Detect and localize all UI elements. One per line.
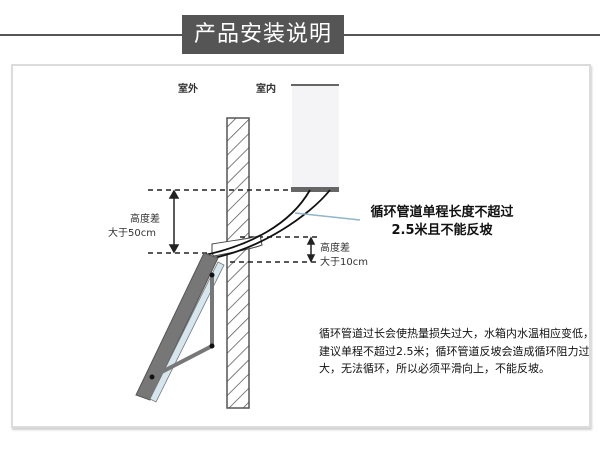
height-arrows xyxy=(168,189,316,263)
wall xyxy=(226,117,250,409)
pipe-length-callout: 循环管道单程长度不超过 2.5米且不能反坡 xyxy=(352,204,532,240)
label-indoor: 室内 xyxy=(256,84,276,95)
page-title: 产品安装说明 xyxy=(182,15,344,54)
height-diff-small-line1: 高度差 xyxy=(320,243,350,254)
callout-line1: 循环管道单程长度不超过 xyxy=(370,205,514,220)
solar-panel xyxy=(135,252,225,403)
water-tank xyxy=(291,84,339,192)
callout-leader xyxy=(294,212,361,221)
label-outdoor: 室外 xyxy=(178,84,198,95)
height-diff-large-line2: 大于50cm xyxy=(108,228,156,239)
height-diff-small-line2: 大于10cm xyxy=(320,257,368,268)
height-diff-large-line1: 高度差 xyxy=(130,214,160,225)
header-rule-right xyxy=(344,34,600,36)
header-rule-left xyxy=(0,34,182,36)
callout-line2: 2.5米且不能反坡 xyxy=(391,223,493,238)
description-text: 循环管道过长会使热量损失过大，水箱内水温相应变低，建议单程不超过2.5米；循环管… xyxy=(319,327,594,375)
circulation-pipes xyxy=(204,189,331,260)
